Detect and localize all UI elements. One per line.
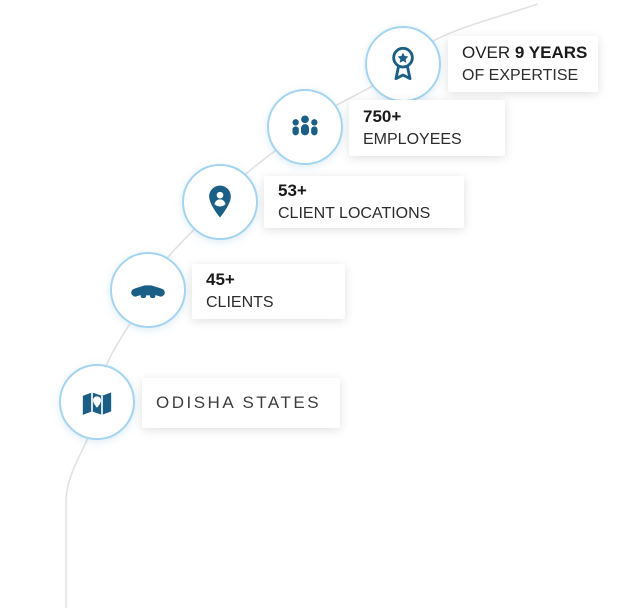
milestone-label: 53+ CLIENT LOCATIONS	[264, 176, 464, 228]
person-pin-icon	[182, 164, 258, 240]
milestone-label: 750+ EMPLOYEES	[349, 100, 505, 156]
map-icon	[59, 364, 135, 440]
milestone-line2: CLIENTS	[206, 294, 274, 312]
milestone-line1: 53+	[278, 180, 307, 200]
award-icon	[365, 26, 441, 102]
milestone-line1: OVER 9 YEARS	[462, 42, 588, 62]
milestone-label: ODISHA STATES	[142, 378, 340, 428]
milestone-label: OVER 9 YEARS OF EXPERTISE	[448, 36, 598, 92]
milestone-line1: 45+	[206, 270, 235, 290]
milestone-line1: ODISHA STATES	[156, 393, 322, 412]
milestone-line2: OF EXPERTISE	[462, 66, 579, 84]
milestone-line2: CLIENT LOCATIONS	[278, 204, 431, 222]
milestone-line2: EMPLOYEES	[363, 130, 462, 148]
milestone-line1: 750+	[363, 106, 402, 126]
milestone-label: 45+ CLIENTS	[192, 264, 345, 319]
people-icon	[267, 89, 343, 165]
handshake-icon	[110, 252, 186, 328]
